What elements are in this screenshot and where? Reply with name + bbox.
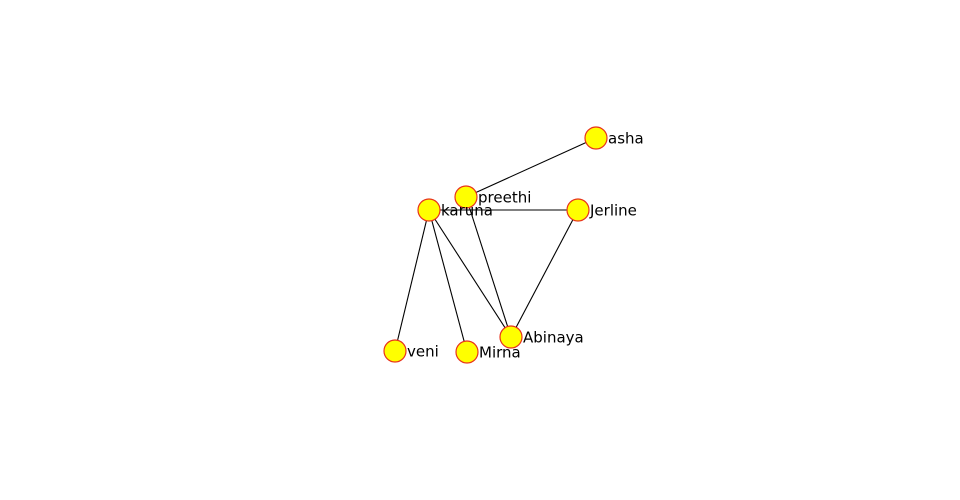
node-veni[interactable] (383, 339, 407, 363)
node-label-abinaya: Abinaya (523, 329, 584, 347)
edge-jerline-abinaya (510, 209, 579, 338)
edge-karuna-abinaya (428, 209, 512, 338)
node-label-asha: asha (608, 130, 644, 148)
edges-layer (394, 137, 597, 353)
node-asha[interactable] (584, 126, 608, 150)
node-mirna[interactable] (455, 340, 479, 364)
node-preethi[interactable] (454, 185, 478, 209)
node-abinaya[interactable] (499, 325, 523, 349)
node-label-veni: veni (407, 343, 439, 361)
edge-karuna-veni (394, 209, 430, 352)
node-label-karuna: karuna (441, 202, 493, 220)
node-karuna[interactable] (417, 198, 441, 222)
node-label-jerline: Jerline (589, 202, 637, 220)
edge-karuna-mirna (428, 209, 468, 353)
nodes-layer (383, 126, 608, 364)
node-label-mirna: Mirna (479, 344, 521, 362)
edge-preethi-abinaya (465, 196, 512, 338)
edge-preethi-asha (465, 137, 597, 198)
node-jerline[interactable] (566, 198, 590, 222)
node-label-preethi: preethi (478, 189, 531, 207)
